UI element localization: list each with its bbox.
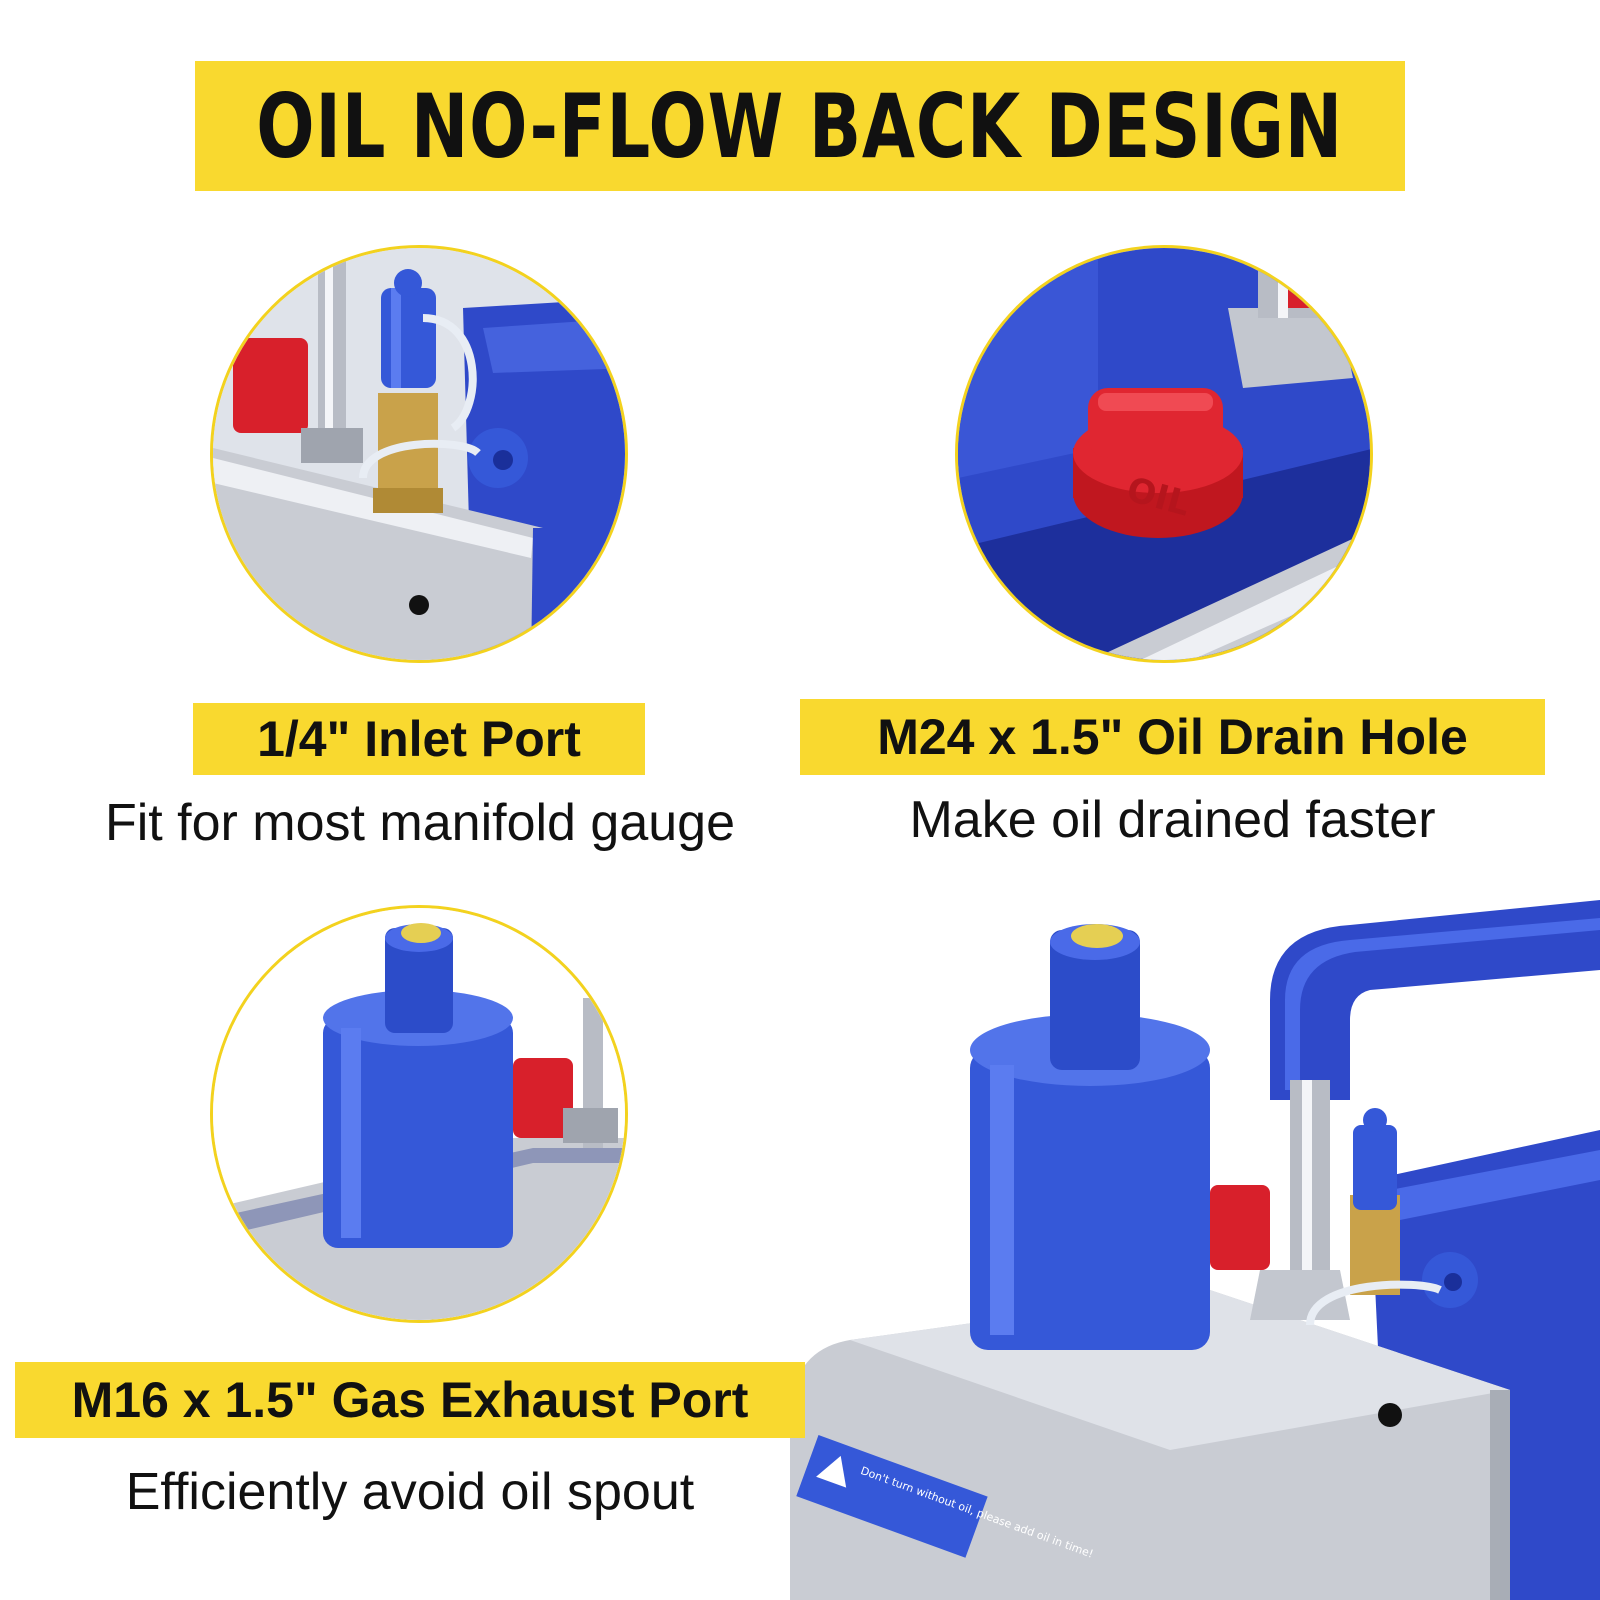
- inlet-port-image: [210, 245, 628, 663]
- page-title: OIL NO-FLOW BACK DESIGN: [256, 74, 1344, 178]
- gas-exhaust-port-label: M16 x 1.5" Gas Exhaust Port: [15, 1362, 805, 1438]
- oil-drain-hole-label: M24 x 1.5" Oil Drain Hole: [800, 699, 1545, 775]
- gas-exhaust-port-caption: Efficiently avoid oil spout: [125, 1463, 695, 1521]
- inlet-port-caption: Fit for most manifold gauge: [104, 794, 736, 852]
- oil-drain-hole-image: OIL: [955, 245, 1373, 663]
- vacuum-pump-image: Don't turn without oil, please add oil i…: [750, 850, 1600, 1600]
- gas-exhaust-port-image: [210, 905, 628, 1323]
- inlet-port-label: 1/4" Inlet Port: [193, 703, 645, 775]
- title-banner: OIL NO-FLOW BACK DESIGN: [195, 61, 1405, 191]
- oil-drain-hole-caption: Make oil drained faster: [909, 791, 1436, 849]
